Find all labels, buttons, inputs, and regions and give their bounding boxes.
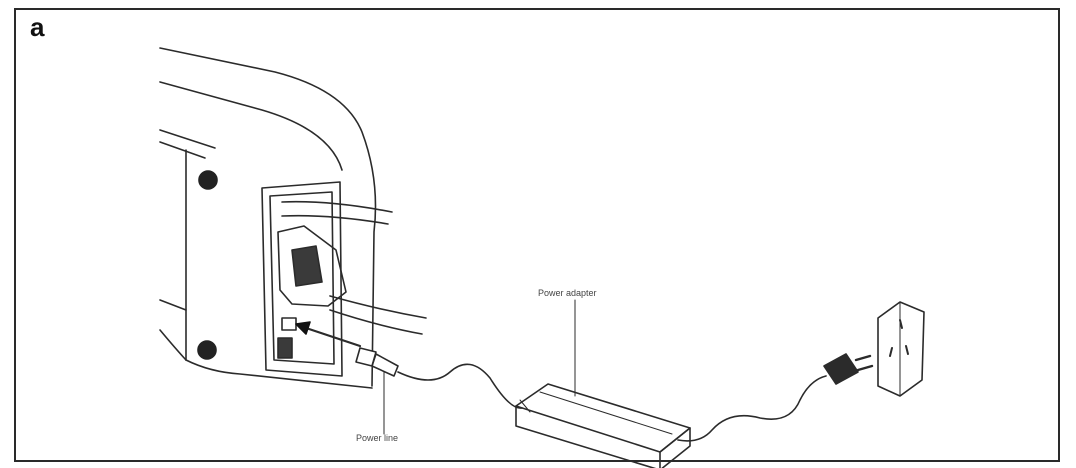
device-foot-bottom: [197, 340, 217, 360]
label-power-adapter: Power adapter: [538, 288, 597, 298]
power-switch: [277, 337, 293, 359]
figure-frame: [14, 8, 1060, 462]
label-power-line: Power line: [356, 433, 399, 443]
device-foot-top: [198, 170, 218, 190]
dc-cable: [397, 363, 523, 409]
device-illustration: [159, 47, 427, 389]
dc-plug: [355, 347, 399, 377]
power-socket: [281, 317, 297, 331]
power-adapter: [515, 383, 691, 468]
wall-plug: [823, 353, 874, 385]
ac-cable: [677, 375, 827, 442]
panel-label: a: [30, 12, 45, 42]
insertion-arrow: [295, 321, 362, 348]
wall-outlet: [877, 301, 925, 397]
